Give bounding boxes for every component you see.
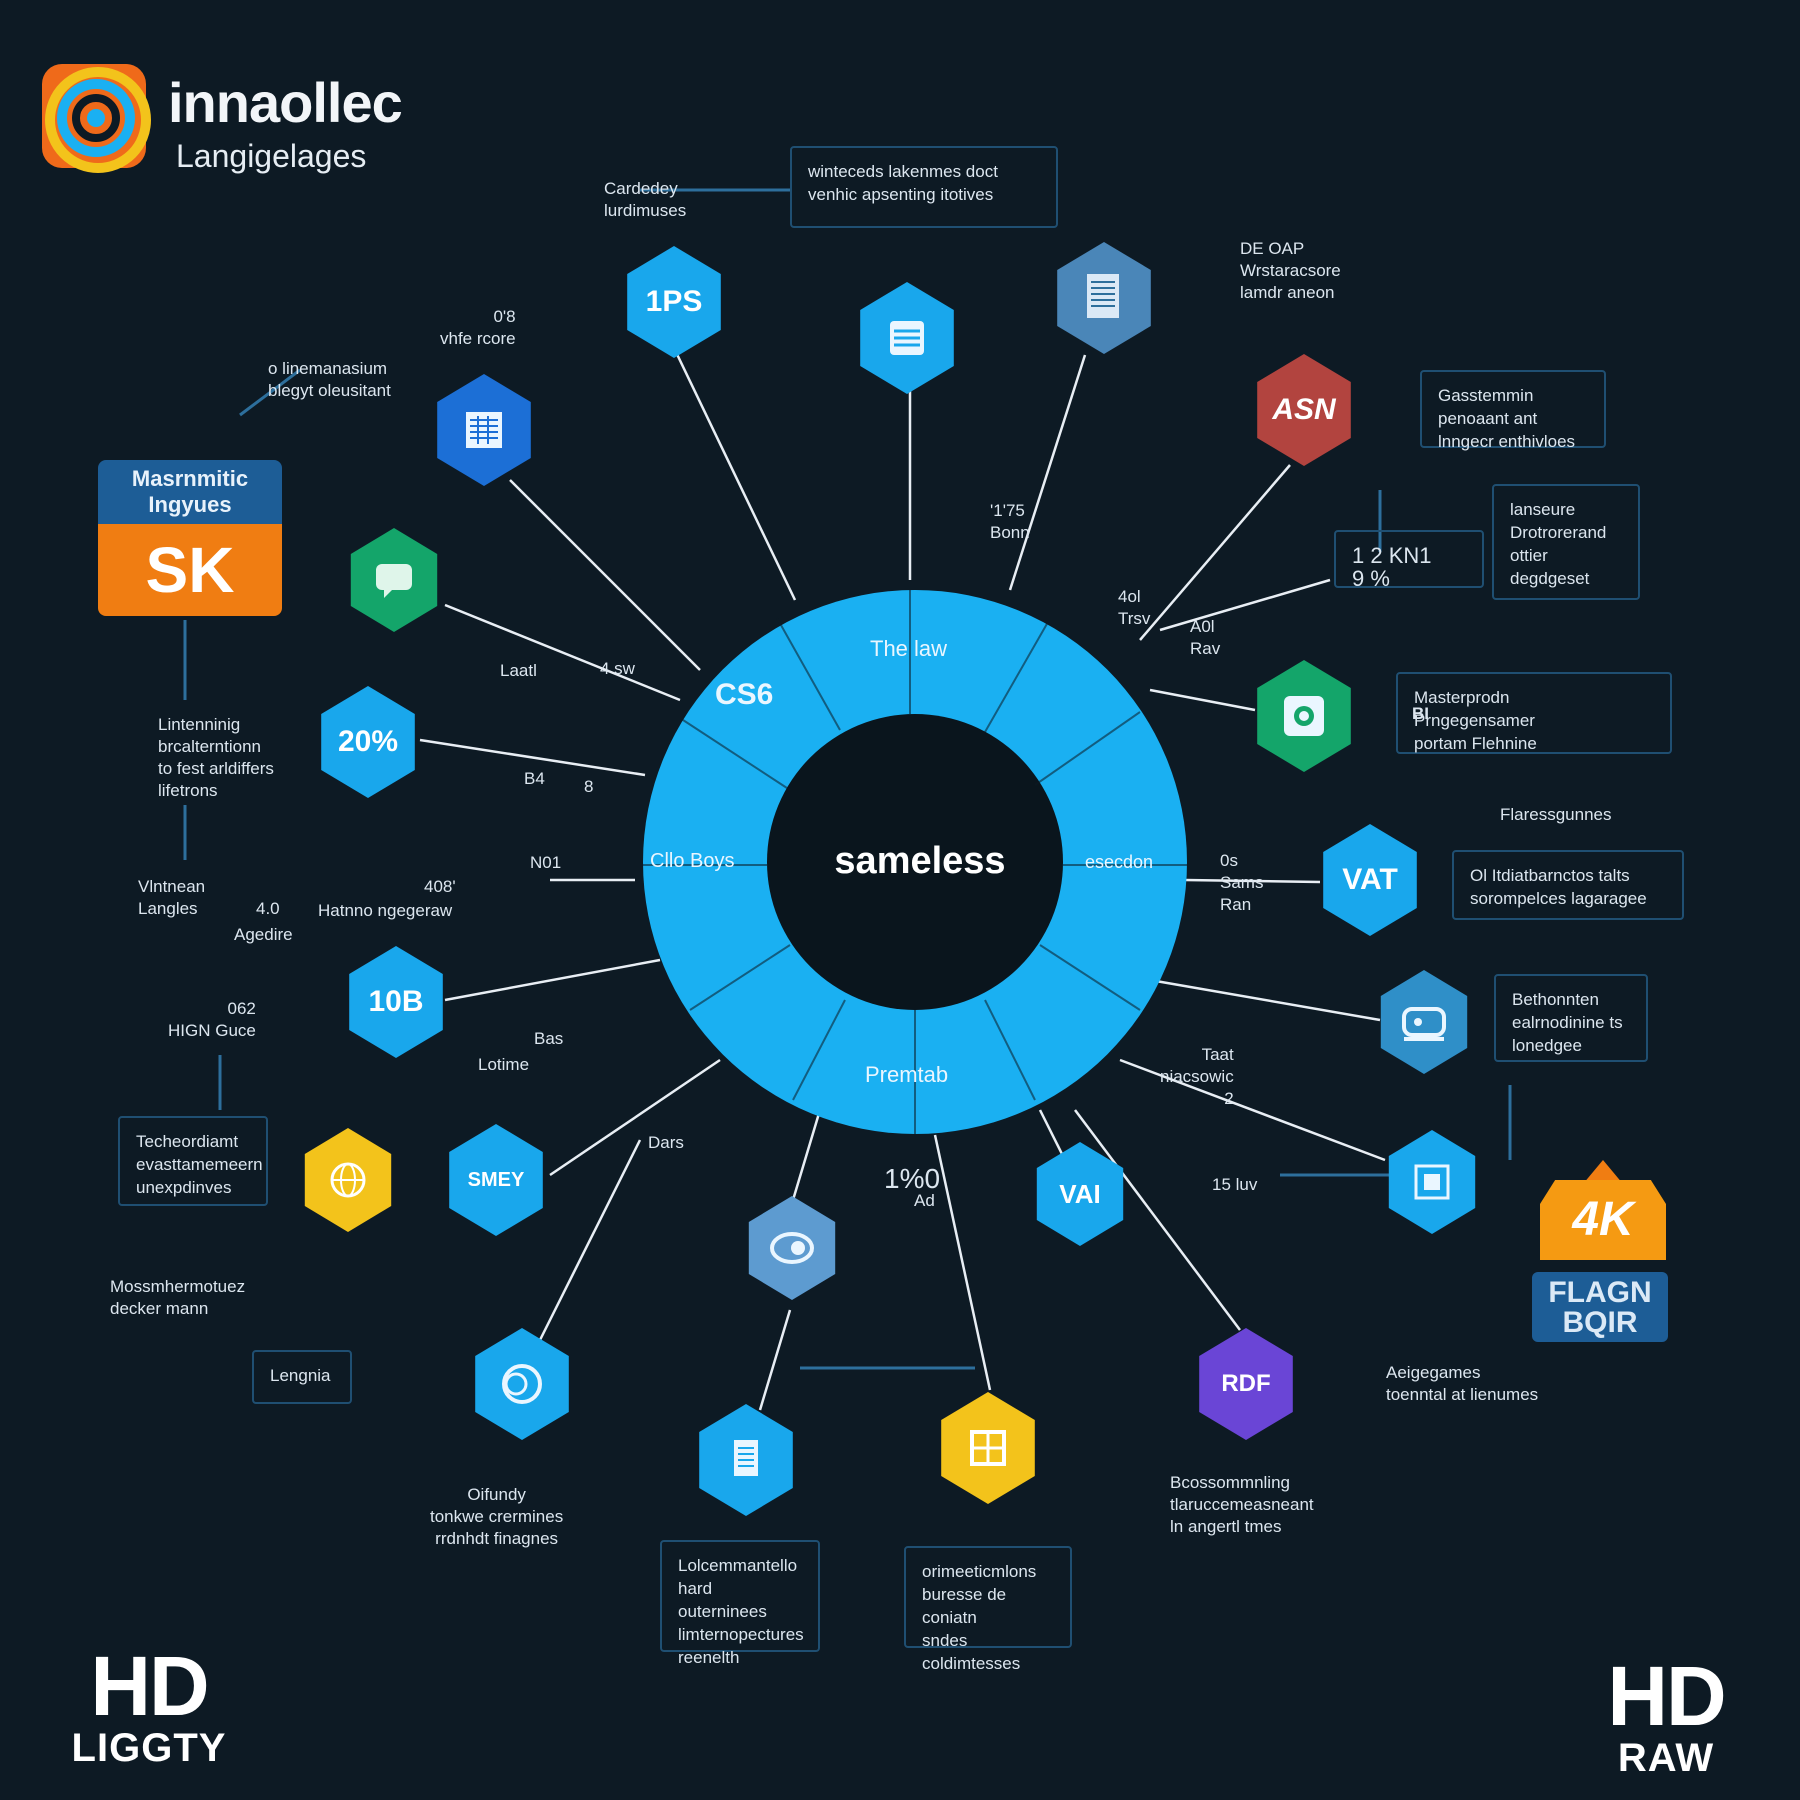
label-l1: Laatl <box>500 661 537 680</box>
segment-cllo-boys: Cllo Boys <box>650 850 735 872</box>
center-title: sameless <box>834 840 1006 882</box>
segment-cs6: CS6 <box>715 678 774 711</box>
sk-badge-title: Masrnmitic Ingyues <box>98 460 282 524</box>
label-l9: 4.0 <box>256 899 280 918</box>
label-l16: Ad <box>914 1191 935 1210</box>
label-tl1: 0'8 vhfe rcore <box>440 307 516 348</box>
label-l15: 1%0 <box>884 1163 941 1194</box>
label-right-aq: Aeigegames toenntal at lienumes <box>1386 1363 1539 1404</box>
hd-raw-mark: HD RAW <box>1584 1654 1748 1778</box>
label-right-bi: BI <box>1412 704 1429 723</box>
label-l23: DE OAP Wrstaracsore lamdr aneon <box>1240 239 1341 302</box>
node-vai: VAI <box>1036 1142 1124 1246</box>
label-l13: Bas <box>534 1029 564 1048</box>
label-l18: 4ol Trsv <box>1118 587 1151 628</box>
globe-icon <box>304 1128 392 1232</box>
segment-esecdon: esecdon <box>1085 852 1154 872</box>
label-bottom-right: Bcossommnling tlaruccemeasneant ln anger… <box>1170 1473 1314 1536</box>
label-left-lang: Lengnia <box>252 1350 352 1404</box>
hd-right-small: RAW <box>1617 1736 1715 1780</box>
hd-left-big: HD <box>90 1639 209 1733</box>
document-icon <box>1057 242 1151 354</box>
label-l7: Hatnno ngegeraw <box>318 901 453 920</box>
label-bottom-mid1: Lolcemmantello hard outerninees limterno… <box>660 1540 820 1667</box>
label-l14: Dars <box>648 1133 684 1152</box>
network-icon <box>1388 1130 1476 1234</box>
sk-badge: Masrnmitic Ingyues SK <box>98 460 282 616</box>
label-right-lan: lanseure Drotrorerand ottier degdgeset <box>1492 484 1640 600</box>
flagn-badge: FLAGN BQIR <box>1532 1272 1668 1342</box>
ring-icon <box>748 1196 836 1300</box>
hd-right-big: HD <box>1607 1649 1726 1743</box>
label-right-beth: Bethonnten ealrnodinine ts lonedgee <box>1494 974 1648 1062</box>
node-pct: 20% <box>321 686 415 798</box>
label-l11: 062 HIGN Guce <box>168 999 256 1040</box>
segment-premtab: Premtab <box>865 1062 949 1087</box>
label-r-stats: 1 2 KN1 9 % <box>1334 530 1484 590</box>
label-right-master: Masterprodn Prngegensamer portam Flehnin… <box>1396 672 1672 754</box>
hd-left-small: LIGGTY <box>71 1726 227 1770</box>
label-left-tech: Techeordiamt evasttamemeern unexpdinves <box>118 1116 268 1206</box>
node-vat: VAT <box>1323 824 1417 936</box>
label-l20: 0s Sams Ran <box>1220 851 1264 914</box>
brand-subtitle: Langigelages <box>176 138 367 174</box>
4k-badge-value: 4K <box>1540 1180 1666 1260</box>
label-l4: 8 <box>584 777 594 796</box>
4k-badge: 4K <box>1540 1160 1666 1280</box>
label-l5: N01 <box>530 853 562 872</box>
label-l10: Agedire <box>234 925 293 944</box>
label-l12: Lotime <box>478 1055 530 1074</box>
label-l6: 408' <box>424 877 456 896</box>
top-box-lead: Cardedey lurdimuses <box>604 179 687 220</box>
camera-icon <box>1257 660 1351 772</box>
label-left-mid: Lintenninig brcalterntionn to fest arldi… <box>158 715 274 800</box>
label-l17: '1'75 Bonn <box>990 501 1030 542</box>
label-l8: Vlntnean Langles <box>138 877 206 918</box>
segment-the-law: The law <box>870 636 948 661</box>
label-l3: B4 <box>524 769 545 788</box>
top-info-box: winteceds lakenmes doct venhic apsenting… <box>790 146 1058 228</box>
label-right-rec: Flaressgunnes <box>1500 805 1612 824</box>
label-l19: A0l Rav <box>1190 617 1221 658</box>
center-ring <box>643 590 1187 1134</box>
label-l2: 4 sw <box>600 659 635 678</box>
hd-liggty-mark: HD LIGGTY <box>56 1644 242 1768</box>
node-asn: ASN <box>1257 354 1351 466</box>
label-right-gas: Gasstemmin penoaant ant lnngecr enthivlo… <box>1420 370 1606 451</box>
brand-name: innaollec <box>168 71 403 134</box>
spiral-logo-icon <box>42 64 151 173</box>
sk-badge-value: SK <box>98 524 282 616</box>
label-tl2: o linemanasium blegyt oleusitant <box>268 359 391 400</box>
label-left-mass: Mossmhermotuez decker mann <box>110 1277 246 1318</box>
label-l22: 15 luv <box>1212 1175 1258 1194</box>
label-right-hue: Ol Itdiatbarnctos talts sorompelces laga… <box>1452 850 1684 920</box>
label-bottom-left: Oifundy tonkwe crermines rrdnhdt finagne… <box>430 1485 564 1548</box>
label-l21: Taat niacsowic 2 <box>1160 1045 1234 1108</box>
label-bottom-mid2: orimeeticmlons buresse de coniatn sndes … <box>904 1546 1072 1673</box>
